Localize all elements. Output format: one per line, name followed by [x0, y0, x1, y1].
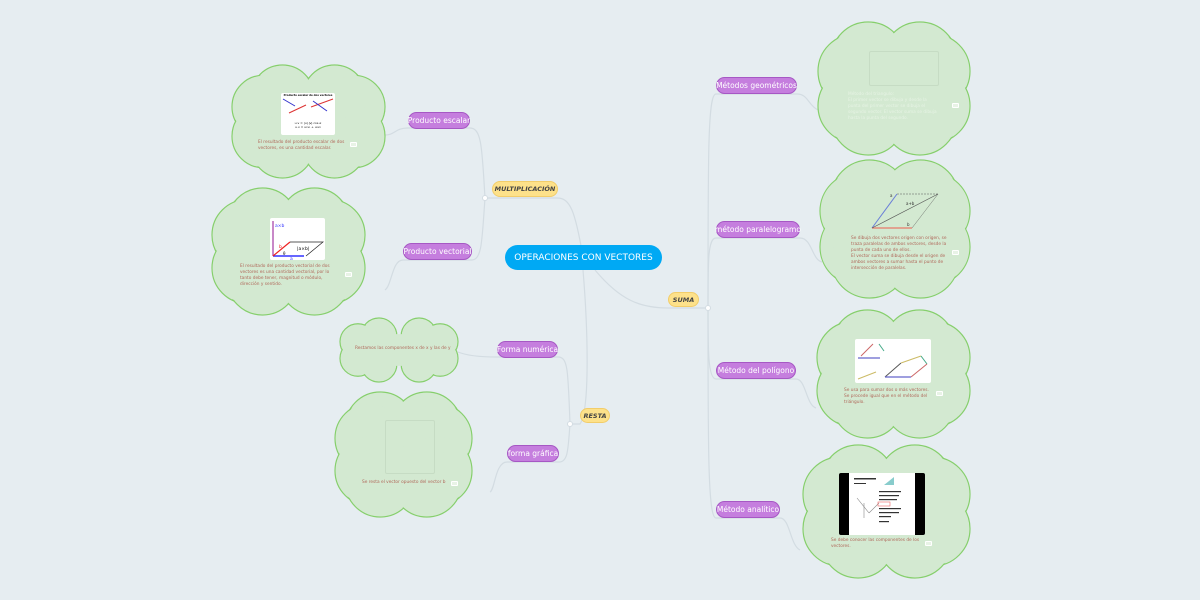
subtopic-label: RESTA — [583, 411, 607, 420]
node-metodos-geometricos[interactable]: Métodos geométricos — [716, 77, 797, 94]
theta-label: θ — [283, 251, 286, 256]
node-label: Método analítico — [716, 505, 780, 514]
polygon-diagram — [857, 343, 928, 380]
note-icon[interactable] — [925, 541, 932, 546]
note-icon[interactable] — [350, 142, 357, 147]
subtopic-suma[interactable]: SUMA — [668, 292, 699, 307]
note-icon[interactable] — [451, 481, 458, 486]
node-producto-vectorial[interactable]: Producto vectorial — [403, 243, 472, 260]
central-topic-label: OPERACIONES CON VECTORES — [514, 252, 653, 263]
producto-escalar-note: El resultado del producto escalar de dos… — [258, 140, 345, 151]
b-label: b — [279, 244, 282, 250]
image-title: Producto escalar de dos vectores — [283, 94, 333, 97]
cloud-note — [339, 317, 459, 383]
forma-numerica-note: Restamos las componentes x de x y las de… — [355, 346, 451, 351]
subtopic-label: SUMA — [672, 295, 695, 304]
producto-vectorial-image: a×b |a×b| b a θ — [270, 218, 325, 262]
cloud-note — [334, 391, 473, 518]
node-label: Métodos geométricos — [716, 81, 797, 90]
node-label: Método del polígono — [717, 366, 795, 375]
analytic-method-diagram — [854, 477, 901, 523]
node-label: forma gráfica — [507, 449, 559, 458]
node-forma-numerica[interactable]: Forma numérica — [497, 341, 558, 358]
formula: u·v = u₁v₁ + u₂v₂ — [295, 125, 321, 129]
axb-label: a×b — [275, 223, 285, 229]
note-icon[interactable] — [952, 250, 959, 255]
formula: u·v = |u|·|v|·cos α — [294, 121, 322, 125]
subtopic-resta[interactable]: RESTA — [580, 408, 610, 423]
cloud-note — [819, 159, 971, 299]
forma-grafica-image-placeholder — [385, 420, 435, 474]
metodo-analitico-note: Se debe conocer las componentes de los v… — [831, 538, 920, 549]
note-icon[interactable] — [936, 391, 943, 396]
producto-escalar-image: Producto escalar de dos vectores u·v = |… — [281, 93, 335, 135]
metodo-poligono-note: Se usa para sumar dos o más vectores. Se… — [844, 388, 929, 405]
subtopic-multiplicacion[interactable]: MULTIPLICACIÓN — [492, 181, 558, 197]
a-label: a — [290, 257, 293, 260]
node-forma-grafica[interactable]: forma gráfica — [507, 445, 559, 462]
axb-magnitude-label: |a×b| — [297, 246, 309, 252]
cross-product-diagram: a×b |a×b| b a θ — [272, 221, 324, 262]
note-icon[interactable] — [952, 103, 959, 108]
central-topic[interactable]: OPERACIONES CON VECTORES — [505, 245, 662, 270]
node-metodo-analitico[interactable]: Método analítico — [716, 501, 780, 518]
paralelogramo-note: Se dibuja dos vectores origen con origen… — [851, 236, 947, 271]
vector-diagram — [282, 98, 334, 114]
node-label: Forma numérica — [496, 345, 559, 354]
metodos-geometricos-image-placeholder — [869, 51, 939, 86]
producto-vectorial-note: El resultado del producto vectorial de d… — [240, 264, 330, 287]
note-icon[interactable] — [345, 272, 352, 277]
node-metodo-poligono[interactable]: Método del polígono — [716, 362, 796, 379]
node-label: Producto vectorial — [403, 247, 472, 256]
node-metodo-paralelogramo[interactable]: método paralelogramo — [715, 221, 801, 238]
node-producto-escalar[interactable]: Producto escalar — [408, 112, 470, 129]
cloud-note — [817, 21, 971, 156]
forma-grafica-note: Se resta el vector opuesto del vector b — [362, 480, 446, 485]
metodo-poligono-image — [855, 339, 931, 383]
node-label: método paralelogramo — [715, 225, 801, 234]
node-label: Producto escalar — [407, 116, 471, 125]
metodo-analitico-image — [839, 473, 925, 535]
metodos-geometricos-note: Método del triangulo: El primer vector s… — [848, 92, 937, 121]
subtopic-label: MULTIPLICACIÓN — [494, 185, 556, 193]
